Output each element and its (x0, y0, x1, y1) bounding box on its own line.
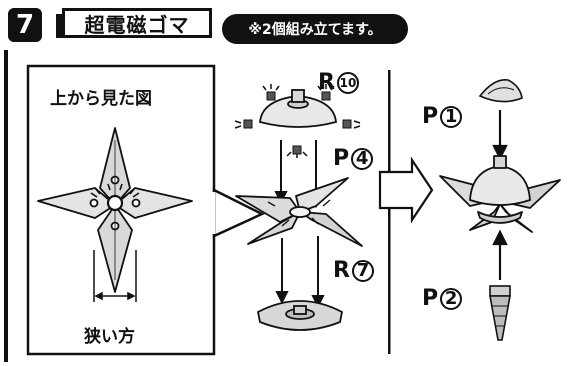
step-number-badge: 7 (8, 8, 42, 42)
label-p1-number: 1 (440, 105, 463, 128)
label-r7-letter: R (333, 258, 350, 283)
magnet-cubes (243, 91, 352, 155)
label-r7-number: 7 (351, 259, 374, 282)
arrow-p1 (492, 110, 508, 161)
narrow-dimension (93, 250, 137, 302)
label-r7: R 7 (333, 258, 374, 283)
label-p2-letter: P (422, 286, 439, 311)
p4-hole-marks (267, 199, 331, 227)
part-r7-base (256, 300, 344, 331)
top-view-label: 上から見た図 (50, 89, 152, 109)
part-p1-tip (478, 79, 523, 103)
magnet-dashes (234, 84, 361, 158)
label-p2-number: 2 (440, 287, 463, 310)
section-divider (388, 70, 391, 354)
label-p4-number: 4 (351, 147, 374, 170)
arrows-p4 (275, 236, 325, 309)
label-r10-letter: R (318, 70, 335, 95)
label-p1: P 1 (422, 104, 463, 129)
label-p1-letter: P (422, 104, 439, 129)
label-r10: R 10 (318, 70, 359, 95)
label-p4: P 4 (333, 146, 374, 171)
hole-marks (90, 183, 140, 198)
assembly-note: ※2個組み立てます。 (222, 14, 408, 44)
part-p4-star (235, 177, 363, 247)
result-arrow (378, 156, 434, 224)
part-r10-cap (259, 89, 337, 128)
label-r10-number: 10 (336, 71, 359, 94)
assembled-top (439, 155, 561, 233)
left-margin-rule (4, 50, 8, 362)
arrow-p2 (492, 229, 508, 280)
top-view-box (26, 64, 216, 356)
step-title: 超電磁ゴマ (56, 8, 212, 38)
label-p4-letter: P (333, 146, 350, 171)
label-p2: P 2 (422, 286, 463, 311)
narrow-side-label: 狭い方 (84, 327, 135, 347)
part-p2-spike (489, 285, 511, 341)
